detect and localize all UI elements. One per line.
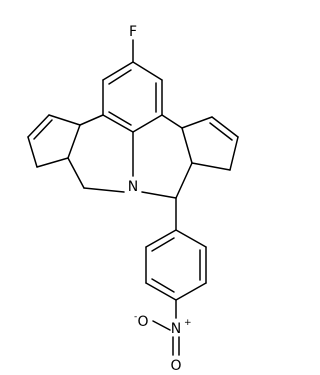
nitro-nitrogen-charge: + (184, 318, 192, 328)
bond (229, 136, 239, 171)
nitro-oxygen-charge: - (134, 312, 137, 322)
bond-double (108, 69, 132, 85)
bond (102, 114, 134, 133)
bond (48, 114, 81, 126)
bond-double (33, 119, 53, 140)
bond-n-o-single (152, 320, 171, 331)
bond (27, 114, 50, 138)
bond (132, 61, 163, 81)
bond (145, 229, 177, 248)
bond (67, 157, 85, 189)
bond (181, 116, 213, 129)
nitro-nitrogen-label: N (171, 321, 181, 337)
left-piperidine-ring (67, 114, 134, 193)
bond (181, 127, 193, 164)
nitrophenyl-ring (145, 229, 207, 301)
bond (141, 191, 177, 199)
bond (175, 282, 207, 301)
bond-double (209, 122, 233, 141)
right-cyclopentene-ring (181, 116, 239, 171)
bond (132, 114, 163, 133)
bond-double (151, 278, 175, 293)
bond (211, 116, 239, 138)
bond (67, 124, 81, 159)
left-cyclopentene-ring (27, 114, 81, 168)
bond (175, 229, 207, 248)
bond (36, 157, 69, 168)
nitrogen-atom-label: N (128, 179, 138, 195)
bond (175, 162, 193, 199)
bond (79, 114, 104, 126)
bond (102, 61, 134, 81)
bond (145, 282, 177, 301)
molecule-diagram: F N (27, 24, 239, 374)
central-benzene-ring (102, 61, 163, 133)
bond (161, 114, 183, 129)
molecule-structure: F N (27, 24, 239, 374)
right-piperidine-ring (141, 114, 193, 199)
nitro-oxygen-top-label: O (137, 314, 148, 330)
nitro-oxygen-bottom-label: O (170, 358, 181, 374)
bond (191, 162, 231, 171)
bond-double (108, 111, 132, 126)
bond (27, 136, 38, 168)
bond-double (151, 237, 175, 252)
bond (83, 187, 125, 193)
fluorine-atom-label: F (129, 24, 137, 40)
